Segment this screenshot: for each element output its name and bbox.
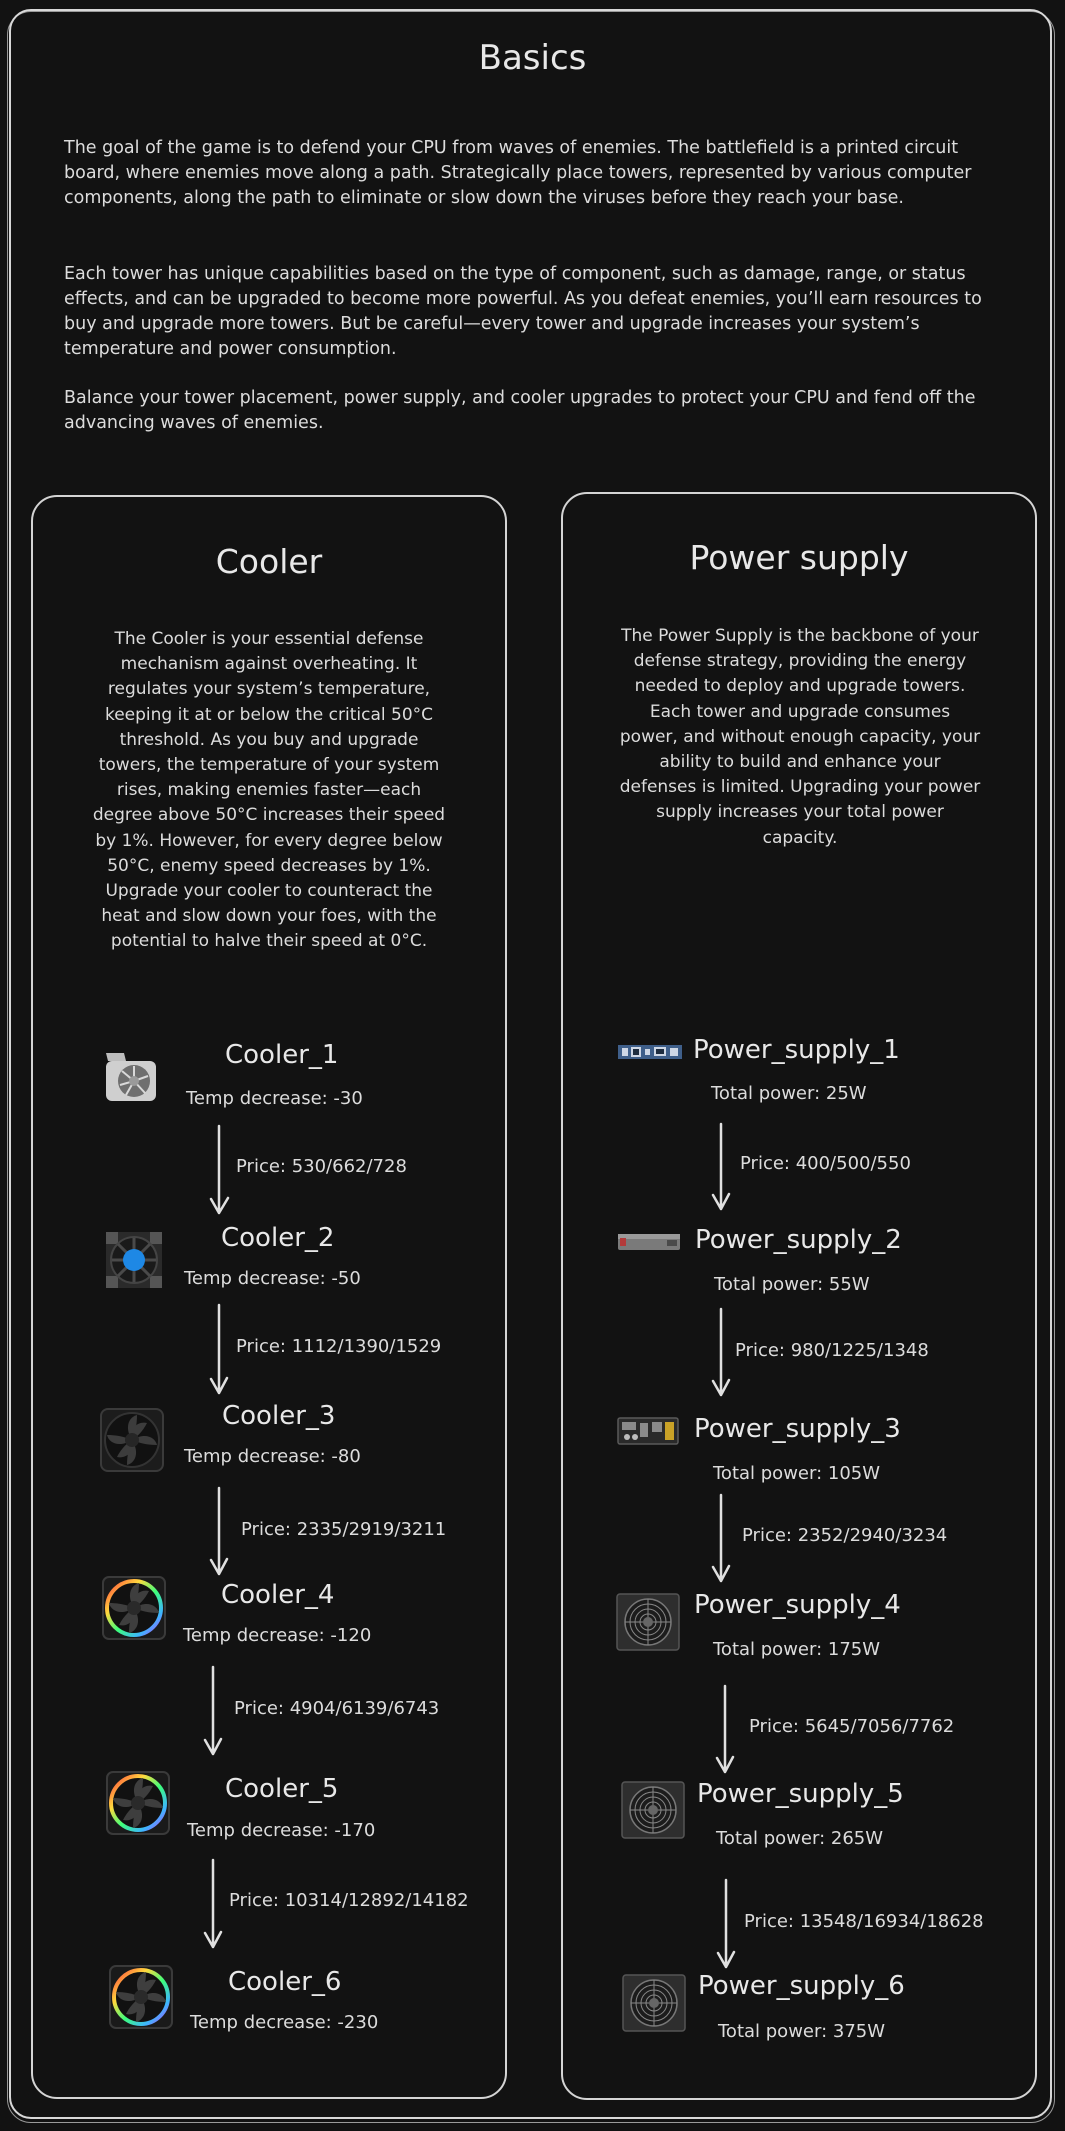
power-supply-2-price: Price: 980/1225/1348 (735, 1340, 929, 1361)
outer-frame (9, 9, 1052, 2119)
intro-paragraph-1: The goal of the game is to defend your C… (64, 138, 972, 208)
rgb-fan-icon (101, 1575, 167, 1645)
power-upgrade-arrow-3 (711, 1493, 731, 1583)
cooler-3-price: Price: 2335/2919/3211 (241, 1519, 447, 1540)
intro-paragraph-2: Each tower has unique capabilities based… (64, 264, 982, 359)
power-supply-5-stat: Total power: 265W (716, 1828, 884, 1849)
power-supply-panel-title: Power supply (689, 538, 909, 577)
power-supply-1-stat: Total power: 25W (711, 1083, 867, 1104)
laptop-blower-fan-icon (104, 1049, 160, 1107)
cooler-upgrade-arrow-2 (209, 1303, 229, 1395)
power-supply-3-price: Price: 2352/2940/3234 (742, 1525, 948, 1546)
power-supply-4-price: Price: 5645/7056/7762 (749, 1716, 955, 1737)
power-supply-description: The Power Supply is the backbone of your… (619, 626, 981, 848)
power-supply-1-name: Power_supply_1 (693, 1035, 900, 1065)
rgb-fan-icon (105, 1770, 171, 1840)
psu-board-icon (617, 1416, 679, 1450)
cooler-6-name: Cooler_6 (228, 1967, 342, 1997)
cooler-2-name: Cooler_2 (221, 1223, 335, 1253)
power-upgrade-arrow-2 (711, 1307, 731, 1397)
cooler-upgrade-arrow-5 (203, 1858, 223, 1949)
power-supply-5-name: Power_supply_5 (697, 1779, 904, 1809)
power-supply-3-stat: Total power: 105W (713, 1463, 881, 1484)
case-fan-icon (99, 1407, 165, 1477)
psu-fan-icon (621, 1781, 685, 1843)
power-supply-2-stat: Total power: 55W (714, 1274, 870, 1295)
intro-paragraph-3: Balance your tower placement, power supp… (64, 388, 976, 433)
cooler-4-price: Price: 4904/6139/6743 (234, 1698, 440, 1719)
power-brick-icon (617, 1232, 681, 1256)
power-supply-1-price: Price: 400/500/550 (740, 1153, 911, 1174)
cooler-4-name: Cooler_4 (221, 1580, 335, 1610)
cooler-5-name: Cooler_5 (225, 1774, 339, 1804)
cpu-heatsink-fan-icon (104, 1230, 164, 1294)
cooler-1-name: Cooler_1 (225, 1040, 339, 1070)
power-upgrade-arrow-1 (711, 1122, 731, 1211)
power-supply-5-price: Price: 13548/16934/18628 (744, 1911, 984, 1932)
cooler-6-stat: Temp decrease: -230 (190, 2012, 379, 2033)
power-supply-6-name: Power_supply_6 (698, 1971, 905, 2001)
cooler-description: The Cooler is your essential defense mec… (92, 629, 446, 952)
power-supply-2-name: Power_supply_2 (695, 1225, 902, 1255)
rgb-fan-icon (108, 1964, 174, 2034)
power-upgrade-arrow-4 (715, 1684, 735, 1774)
cooler-1-stat: Temp decrease: -30 (186, 1088, 363, 1109)
cooler-upgrade-arrow-4 (203, 1665, 223, 1756)
power-supply-4-name: Power_supply_4 (694, 1590, 901, 1620)
cooler-4-stat: Temp decrease: -120 (183, 1625, 372, 1646)
cooler-1-price: Price: 530/662/728 (236, 1156, 407, 1177)
psu-fan-icon (616, 1593, 680, 1655)
cooler-upgrade-arrow-1 (209, 1124, 230, 1215)
circuit-board-icon (617, 1043, 683, 1065)
power-upgrade-arrow-5 (716, 1878, 736, 1969)
power-supply-4-stat: Total power: 175W (713, 1639, 881, 1660)
cooler-panel-title: Cooler (215, 542, 323, 581)
cooler-3-stat: Temp decrease: -80 (184, 1446, 361, 1467)
cooler-2-stat: Temp decrease: -50 (184, 1268, 361, 1289)
power-supply-panel (561, 492, 1037, 2100)
cooler-2-price: Price: 1112/1390/1529 (236, 1336, 442, 1357)
cooler-upgrade-arrow-3 (209, 1486, 229, 1576)
cooler-3-name: Cooler_3 (222, 1401, 336, 1431)
cooler-panel (31, 495, 507, 2099)
power-supply-6-stat: Total power: 375W (718, 2021, 886, 2042)
psu-fan-icon (622, 1974, 686, 2036)
power-supply-3-name: Power_supply_3 (694, 1414, 901, 1444)
page-title: Basics (478, 38, 587, 78)
cooler-5-price: Price: 10314/12892/14182 (229, 1890, 469, 1911)
cooler-5-stat: Temp decrease: -170 (187, 1820, 376, 1841)
outer-frame-shadow (7, 11, 1055, 2123)
